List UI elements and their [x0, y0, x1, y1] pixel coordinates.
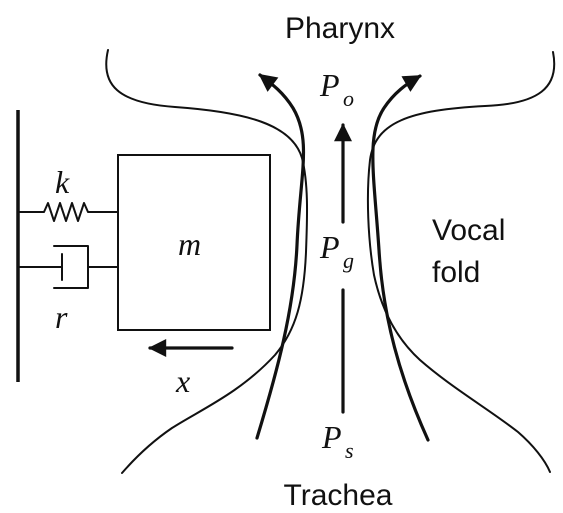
vocal-fold-label-line1: Vocal: [432, 214, 505, 247]
trachea-label: Trachea: [284, 479, 393, 512]
pharynx-label: Pharynx: [285, 12, 395, 45]
pressure-subglottal-label: P: [321, 419, 342, 455]
pressure-glottal-label: P: [319, 229, 340, 265]
right-airflow-streamline: [371, 74, 430, 442]
damping-label: r: [55, 299, 68, 335]
mass-block: [117, 154, 271, 331]
left-airflow-streamline: [255, 73, 306, 440]
spring-constant-label: k: [55, 164, 70, 200]
mass-label: m: [178, 226, 201, 262]
pressure-outlet-label: P: [319, 67, 340, 103]
left-tract-wall: [105, 49, 309, 474]
pressure-subglottal-subscript: s: [345, 438, 354, 463]
vocal-fold-label-line2: fold: [432, 256, 480, 289]
right-tract-wall: [366, 51, 556, 473]
pressure-outlet-subscript: o: [343, 86, 354, 111]
damper: [17, 245, 119, 289]
spring: [17, 202, 119, 222]
displacement-label: x: [175, 363, 190, 399]
pressure-glottal-subscript: g: [343, 248, 354, 273]
